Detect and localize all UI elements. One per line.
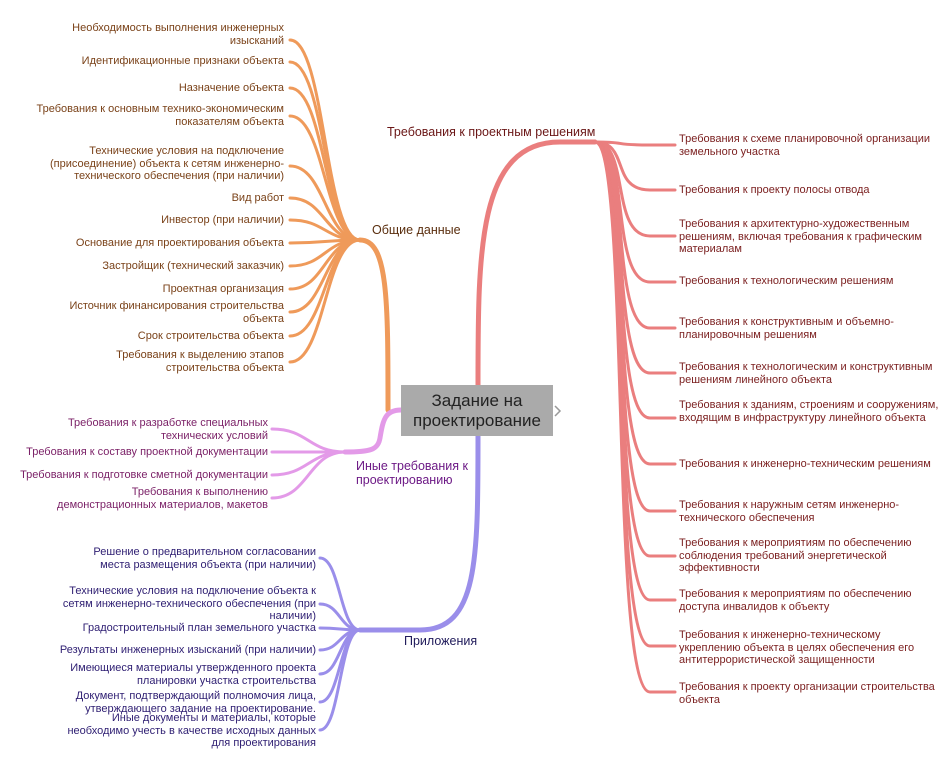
design-item[interactable]: Требования к архитектурно-художественным…	[679, 218, 922, 255]
general-item[interactable]: Источник финансирования строительства об…	[69, 300, 284, 325]
other-item[interactable]: Требования к составу проектной документа…	[26, 446, 268, 458]
appendix-item[interactable]: Градостроительный план земельного участк…	[82, 622, 316, 634]
appendix-item[interactable]: Технические условия на подключение объек…	[62, 585, 316, 622]
appendix-item[interactable]: Результаты инженерных изысканий (при нал…	[59, 644, 316, 656]
other-item[interactable]: Требования к подготовке сметной документ…	[20, 469, 268, 481]
general-item[interactable]: Назначение объекта	[178, 82, 284, 94]
branch-design-label[interactable]: Требования к проектным решениям	[387, 125, 596, 139]
general-item[interactable]: Требования к основным технико-экономичес…	[36, 103, 284, 128]
appendix-connector	[318, 628, 362, 732]
design-connector	[593, 140, 677, 420]
design-item[interactable]: Требования к наружным сетям инженерно-те…	[679, 499, 900, 524]
design-item[interactable]: Требования к мероприятиям по обеспечению…	[679, 537, 912, 574]
general-item[interactable]: Застройщик (технический заказчик)	[102, 260, 284, 272]
branch-appendix-label[interactable]: Приложения	[404, 634, 478, 648]
design-item[interactable]: Требования к проекту полосы отвода	[679, 184, 870, 196]
trunk-other	[342, 407, 404, 455]
appendix-item[interactable]: Документ, подтверждающий полномочия лица…	[75, 690, 316, 715]
design-item[interactable]: Требования к инженерно-техническим решен…	[679, 458, 931, 470]
design-connector	[593, 140, 677, 558]
general-item[interactable]: Технические условия на подключение (прис…	[50, 145, 284, 182]
other-connector	[270, 427, 347, 454]
other-connector	[270, 450, 347, 477]
root-node[interactable]: Задание на проектирование	[401, 385, 553, 436]
general-item[interactable]: Идентификационные признаки объекта	[81, 55, 284, 67]
general-connector	[288, 60, 362, 242]
design-item[interactable]: Требования к проекту организации строите…	[679, 681, 935, 706]
general-item[interactable]: Необходимость выполнения инженерных изыс…	[72, 22, 284, 47]
design-item[interactable]: Требования к технологическим и конструкт…	[679, 361, 933, 386]
general-item[interactable]: Вид работ	[231, 192, 284, 204]
design-item[interactable]: Требования к инженерно-техническому укре…	[679, 629, 915, 666]
appendix-item[interactable]: Иные документы и материалы, которые необ…	[67, 712, 316, 749]
design-item[interactable]: Требования к конструктивным и объемно-пл…	[679, 316, 894, 341]
general-item[interactable]: Основание для проектирования объекта	[75, 237, 284, 249]
general-connector	[288, 238, 362, 364]
general-item[interactable]: Требования к выделению этапов строительс…	[116, 349, 284, 374]
appendix-connector	[318, 556, 362, 632]
general-item[interactable]: Инвестор (при наличии)	[161, 214, 284, 226]
appendix-item[interactable]: Имеющиеся материалы утвержденного проект…	[70, 662, 316, 687]
appendix-item[interactable]: Решение о предварительном согласовании м…	[93, 546, 316, 571]
other-connector	[270, 450, 347, 500]
other-item[interactable]: Требования к выполнению демонстрационных…	[57, 486, 268, 511]
trunk-appendix	[357, 433, 481, 633]
design-item[interactable]: Требования к мероприятиям по обеспечению…	[679, 588, 912, 613]
collapse-caret-icon[interactable]	[554, 405, 562, 417]
trunk-general	[357, 237, 391, 413]
design-connector	[593, 140, 677, 694]
design-connector	[593, 140, 677, 147]
general-item[interactable]: Срок строительства объекта	[137, 330, 284, 342]
trunk-design	[475, 139, 598, 388]
other-item[interactable]: Требования к разработке специальных техн…	[67, 417, 268, 442]
design-item[interactable]: Требования к технологическим решениям	[679, 275, 894, 287]
branch-general-label[interactable]: Общие данные	[372, 223, 461, 237]
design-item[interactable]: Требования к зданиям, строениям и сооруж…	[679, 399, 939, 424]
root-label: Задание на проектирование	[412, 390, 542, 430]
general-connector	[288, 114, 362, 242]
branch-other-label[interactable]: Иные требования к проектированию	[356, 459, 468, 487]
design-item[interactable]: Требования к схеме планировочной организ…	[679, 133, 931, 158]
general-item[interactable]: Проектная организация	[162, 283, 284, 295]
